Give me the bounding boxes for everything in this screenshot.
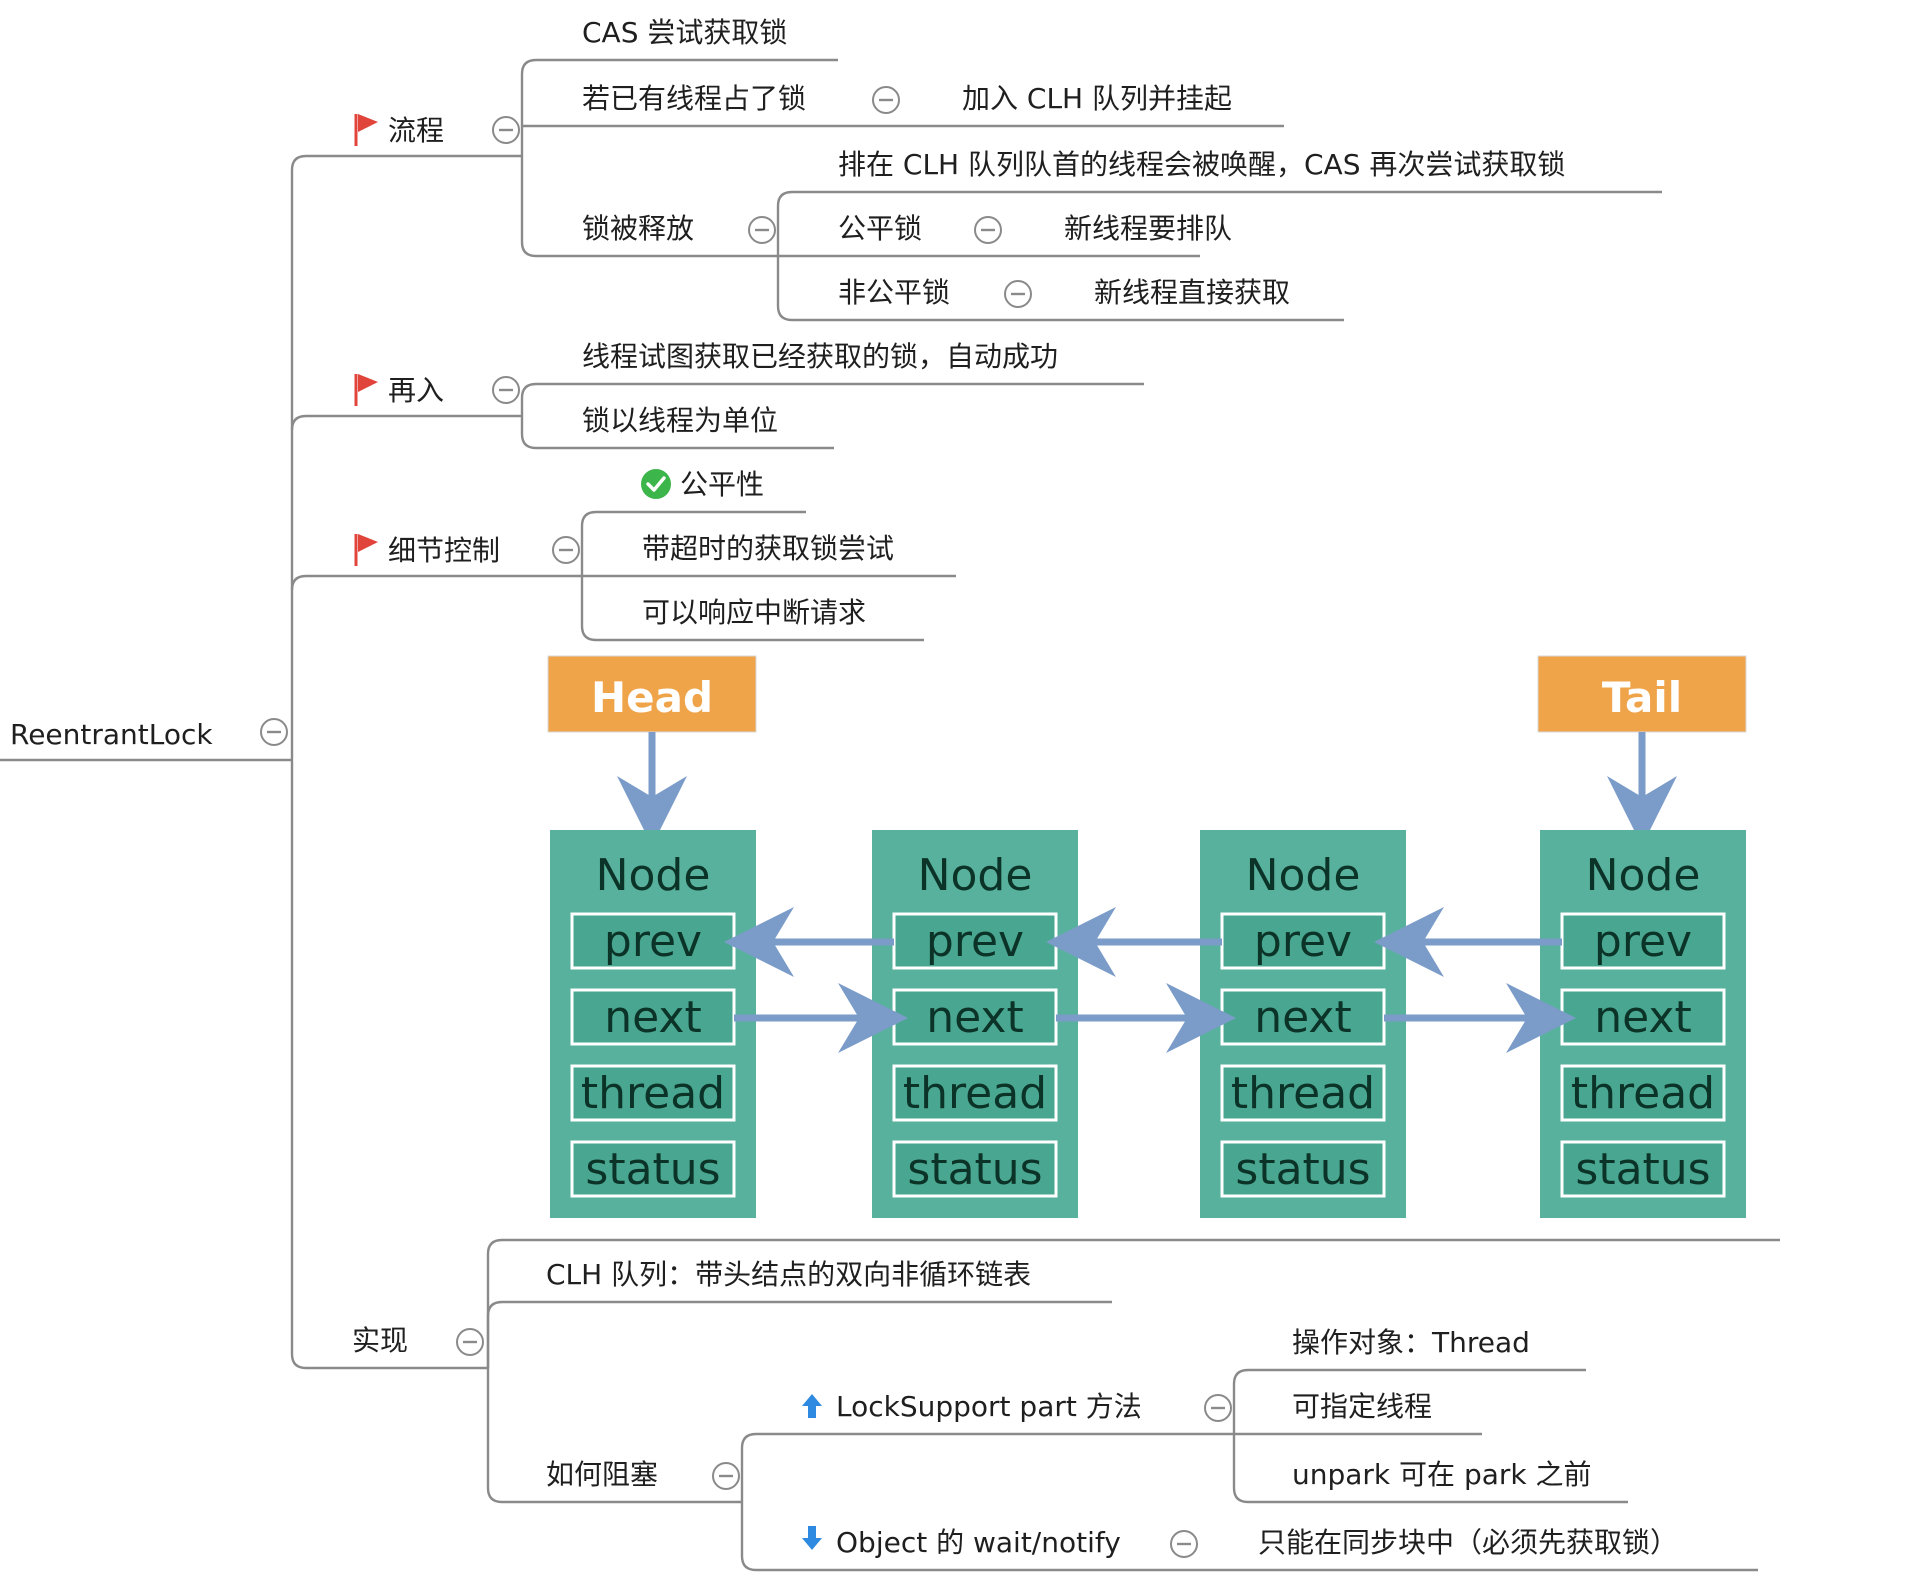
topic-cas-try[interactable]: CAS 尝试获取锁: [582, 16, 787, 49]
queue-node: Node prev next thread status: [1540, 830, 1746, 1218]
collapse-locksupport-button[interactable]: [1204, 1394, 1232, 1422]
topic-unfair[interactable]: 非公平锁: [838, 276, 950, 309]
topic-released[interactable]: 锁被释放: [582, 212, 694, 245]
field-prev: prev: [1254, 916, 1352, 967]
topic-fair-child[interactable]: 新线程要排队: [1064, 212, 1232, 245]
flag-icon: [354, 374, 378, 406]
field-status: status: [585, 1144, 720, 1195]
topic-locksupport[interactable]: LockSupport part 方法: [836, 1390, 1142, 1423]
queue-node: Node prev next thread status: [872, 830, 1078, 1218]
collapse-process-button[interactable]: [492, 116, 520, 144]
tail-pointer: Tail: [1537, 655, 1747, 733]
field-prev: prev: [604, 916, 702, 967]
topic-locksupport-item-2[interactable]: 可指定线程: [1292, 1390, 1432, 1423]
collapse-detail-button[interactable]: [552, 536, 580, 564]
topic-reentry-item-2[interactable]: 锁以线程为单位: [582, 404, 778, 437]
collapse-root-button[interactable]: [260, 718, 288, 746]
collapse-occupied-button[interactable]: [872, 86, 900, 114]
field-next: next: [604, 992, 701, 1043]
queue-node: Node prev next thread status: [550, 830, 756, 1218]
topic-block[interactable]: 如何阻塞: [546, 1458, 658, 1491]
topic-process[interactable]: 流程: [388, 114, 444, 147]
topic-detail[interactable]: 细节控制: [388, 534, 500, 567]
collapse-impl-button[interactable]: [456, 1328, 484, 1356]
field-status: status: [1575, 1144, 1710, 1195]
field-thread: thread: [1231, 1068, 1375, 1119]
field-thread: thread: [1571, 1068, 1715, 1119]
node-title: Node: [1586, 850, 1701, 901]
queue-node: Node prev next thread status: [1200, 830, 1406, 1218]
topic-impl[interactable]: 实现: [352, 1324, 408, 1357]
topic-wake[interactable]: 排在 CLH 队列队首的线程会被唤醒，CAS 再次尝试获取锁: [838, 148, 1565, 181]
tail-label: Tail: [1602, 673, 1682, 722]
head-label: Head: [591, 673, 713, 722]
field-thread: thread: [581, 1068, 725, 1119]
collapse-block-button[interactable]: [712, 1462, 740, 1490]
topic-reentry-item-1[interactable]: 线程试图获取已经获取的锁，自动成功: [582, 340, 1058, 373]
arrow-down-icon: [802, 1526, 822, 1550]
root-topic[interactable]: ReentrantLock: [10, 718, 213, 751]
collapse-released-button[interactable]: [748, 216, 776, 244]
head-pointer: Head: [547, 655, 757, 733]
field-status: status: [907, 1144, 1042, 1195]
topic-unfair-child[interactable]: 新线程直接获取: [1094, 276, 1290, 309]
flag-icon: [354, 534, 378, 566]
topic-detail-item-1[interactable]: 公平性: [680, 468, 764, 501]
collapse-reentry-button[interactable]: [492, 376, 520, 404]
topic-occupied-child[interactable]: 加入 CLH 队列并挂起: [962, 82, 1232, 115]
collapse-unfair-button[interactable]: [1004, 280, 1032, 308]
flag-icon: [354, 114, 378, 146]
field-prev: prev: [1594, 916, 1692, 967]
topic-fair[interactable]: 公平锁: [838, 212, 922, 245]
field-status: status: [1235, 1144, 1370, 1195]
topic-occupied[interactable]: 若已有线程占了锁: [582, 82, 806, 115]
topic-detail-item-3[interactable]: 可以响应中断请求: [642, 596, 866, 629]
field-thread: thread: [903, 1068, 1047, 1119]
collapse-object-wait-button[interactable]: [1170, 1530, 1198, 1558]
check-icon: [641, 469, 671, 499]
field-next: next: [1254, 992, 1351, 1043]
node-title: Node: [596, 850, 711, 901]
field-prev: prev: [926, 916, 1024, 967]
topic-reentry[interactable]: 再入: [388, 374, 444, 407]
field-next: next: [926, 992, 1023, 1043]
node-title: Node: [1246, 850, 1361, 901]
topic-object-wait[interactable]: Object 的 wait/notify: [836, 1526, 1121, 1559]
topic-locksupport-item-3[interactable]: unpark 可在 park 之前: [1292, 1458, 1592, 1491]
node-title: Node: [918, 850, 1033, 901]
topic-detail-item-2[interactable]: 带超时的获取锁尝试: [642, 532, 894, 565]
clh-queue-diagram: Head Tail Node prev next thread status N…: [547, 655, 1747, 1218]
topic-clh[interactable]: CLH 队列：带头结点的双向非循环链表: [546, 1258, 1031, 1291]
field-next: next: [1594, 992, 1691, 1043]
connectors: [0, 58, 1780, 1572]
topic-object-wait-child[interactable]: 只能在同步块中（必须先获取锁）: [1258, 1526, 1678, 1559]
collapse-fair-button[interactable]: [974, 216, 1002, 244]
topic-locksupport-item-1[interactable]: 操作对象：Thread: [1292, 1326, 1530, 1359]
arrow-up-icon: [802, 1394, 822, 1418]
